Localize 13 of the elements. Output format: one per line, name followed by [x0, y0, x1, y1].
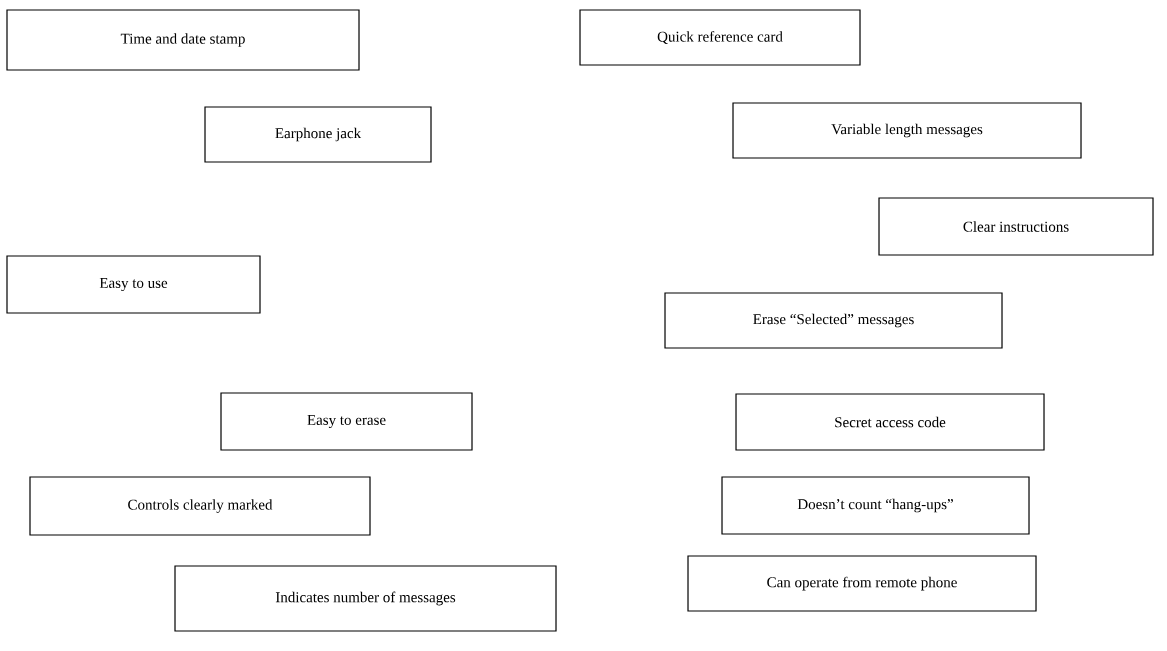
text-box: Controls clearly marked — [29, 476, 371, 536]
text-box: Clear instructions — [878, 197, 1154, 256]
text-box: Easy to use — [6, 255, 261, 314]
text-box: Secret access code — [735, 393, 1045, 451]
text-box: Variable length messages — [732, 102, 1082, 159]
text-box: Easy to erase — [220, 392, 473, 451]
text-box: Doesn’t count “hang-ups” — [721, 476, 1030, 535]
text-box: Quick reference card — [579, 9, 861, 66]
text-box: Indicates number of messages — [174, 565, 557, 632]
text-box: Can operate from remote phone — [687, 555, 1037, 612]
text-box: Earphone jack — [204, 106, 432, 163]
text-box: Time and date stamp — [6, 9, 360, 71]
text-box: Erase “Selected” messages — [664, 292, 1003, 349]
